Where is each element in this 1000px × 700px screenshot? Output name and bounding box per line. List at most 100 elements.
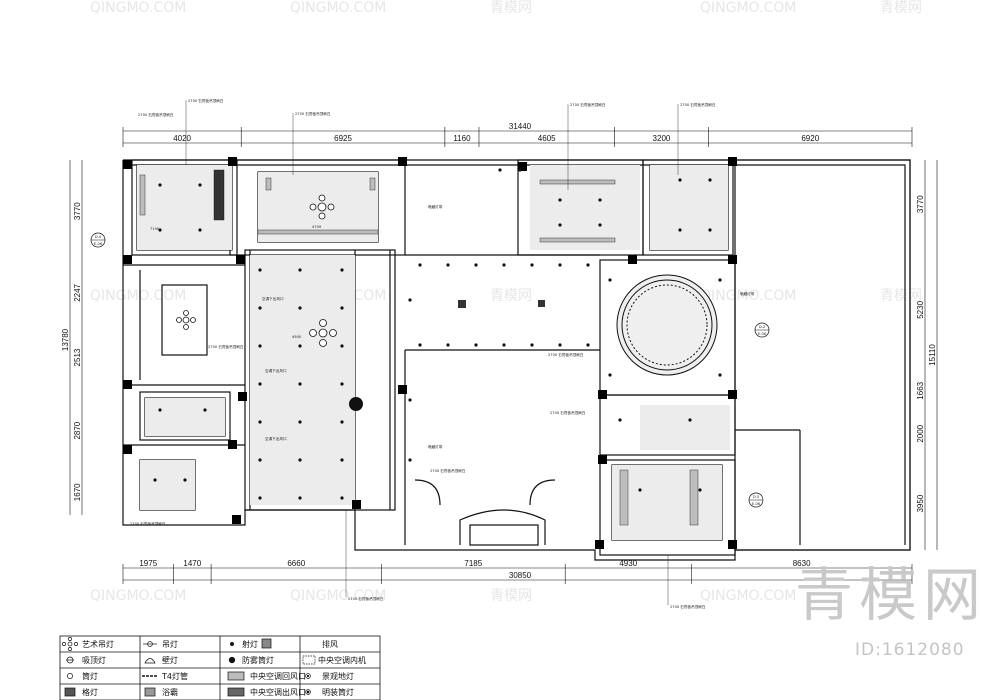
downlight [258, 382, 262, 386]
downlight [608, 278, 612, 282]
downlight [158, 228, 162, 232]
right-total-dim: 15110 [928, 344, 937, 366]
column [123, 255, 132, 264]
downlight [718, 373, 722, 377]
downlight [708, 228, 712, 232]
watermark-tile: 青模网 [490, 288, 532, 304]
downlight [298, 420, 302, 424]
svg-text:D-5: D-5 [753, 495, 759, 499]
downlight [340, 382, 344, 386]
ceiling-light-icon [66, 656, 74, 664]
downlight [698, 488, 702, 492]
return-vent-icon [227, 671, 245, 681]
dimension-segment: 7185 [464, 559, 482, 568]
dimension-segment: 3770 [73, 202, 82, 220]
dim-small-c: 7190 [150, 227, 160, 231]
downlight [586, 263, 590, 267]
dimension-segment: 2247 [73, 283, 82, 301]
legend-label: 壁灯 [162, 655, 178, 665]
dimension-lines [69, 127, 938, 584]
column [352, 500, 361, 509]
legend-label: 排风 [322, 639, 338, 649]
legend-label: 筒灯 [82, 671, 98, 681]
note-bottom-right: 2700 石膏板吊顶刷白 [670, 604, 706, 609]
downlight [298, 458, 302, 462]
watermark-tile: QINGMO.COM [90, 0, 186, 16]
legend-label: 景观地灯 [322, 671, 354, 681]
downlight [608, 373, 612, 377]
downlight [158, 408, 162, 412]
downlight [408, 398, 412, 402]
downlight [618, 418, 622, 422]
downlight [258, 344, 262, 348]
supply-vent-icon [227, 687, 245, 697]
downlight [586, 343, 590, 347]
downlight [258, 268, 262, 272]
watermark-logo-text: 青模网 [795, 561, 988, 629]
legend-table: 艺术吊灯 吊灯 射灯 排风 吸顶灯 壁灯 防雾筒灯 中央空调内机 筒灯 T4灯管… [59, 635, 381, 700]
legend-label: 吸顶灯 [82, 655, 106, 665]
legend-label: 射灯 [242, 639, 258, 649]
downlight [340, 496, 344, 500]
ac-unit-icon [302, 655, 316, 665]
downlight [340, 420, 344, 424]
downlight [418, 343, 422, 347]
downlights [153, 168, 722, 500]
landscape-light-icon [305, 673, 311, 679]
downlight [340, 458, 344, 462]
note-vent-2: 空调下出风口 [265, 368, 287, 373]
corridor-vent-a [458, 300, 466, 308]
svg-text:D-2: D-2 [759, 325, 765, 329]
legend-label: 中央空调出风口 [250, 687, 306, 697]
watermark-tile: QINGMO.COM [700, 588, 796, 604]
column [123, 445, 132, 454]
art-chandelier-icon [62, 637, 78, 651]
dimension-segment: 1975 [139, 559, 157, 568]
column [238, 392, 247, 401]
watermark-tile: QINGMO.COM [90, 288, 186, 304]
downlight [530, 263, 534, 267]
watermark-tile: 青模网 [880, 0, 922, 16]
downlight [298, 268, 302, 272]
downlight [474, 343, 478, 347]
dimension-segment: 3770 [916, 195, 925, 213]
dimension-segment: 1670 [73, 483, 82, 501]
column [398, 385, 407, 394]
note-hall-3: 2700 石膏板吊顶刷白 [550, 410, 586, 415]
downlight [408, 298, 412, 302]
mesh-light-icon [64, 687, 76, 697]
downlight [340, 268, 344, 272]
spotlight-icon [230, 642, 234, 646]
downlight [158, 183, 162, 187]
section-marker-d4: D-4 E-06 [90, 232, 106, 248]
downlight [498, 168, 502, 172]
downlight [298, 382, 302, 386]
dimension-segment: 1663 [916, 381, 925, 399]
svg-text:E-06: E-06 [752, 502, 761, 506]
downlight [638, 488, 642, 492]
downlight [598, 223, 602, 227]
note-top-left: 2700 石膏板吊顶刷白 [138, 112, 174, 117]
note-top-far-right: 2700 石膏板吊顶刷白 [680, 102, 716, 107]
downlight [298, 306, 302, 310]
svg-text:E-06: E-06 [758, 332, 767, 336]
watermark-tile: 青模网 [880, 288, 922, 304]
downlight [258, 458, 262, 462]
downlight [518, 168, 522, 172]
watermark-tile: QINGMO.COM [290, 0, 386, 16]
hall-feature-light [349, 397, 363, 411]
watermark-tiles: QINGMO.COM QINGMO.COM 青模网 QINGMO.COM 青模网 QING… [90, 0, 922, 604]
note-strip-3: 暗藏灯带 [428, 444, 443, 449]
section-marker-d5: D-5 E-06 [748, 492, 764, 508]
downlight [198, 228, 202, 232]
column [728, 255, 737, 264]
column [595, 540, 604, 549]
downlight [678, 178, 682, 182]
note-vent-1: 空调下出风口 [262, 296, 284, 301]
downlight [408, 458, 412, 462]
column [228, 157, 237, 166]
legend-label: 中央空调内机 [318, 655, 366, 665]
watermark-tile: 青模网 [490, 0, 532, 16]
dimension-segment: 3200 [653, 134, 671, 143]
downlight [258, 496, 262, 500]
